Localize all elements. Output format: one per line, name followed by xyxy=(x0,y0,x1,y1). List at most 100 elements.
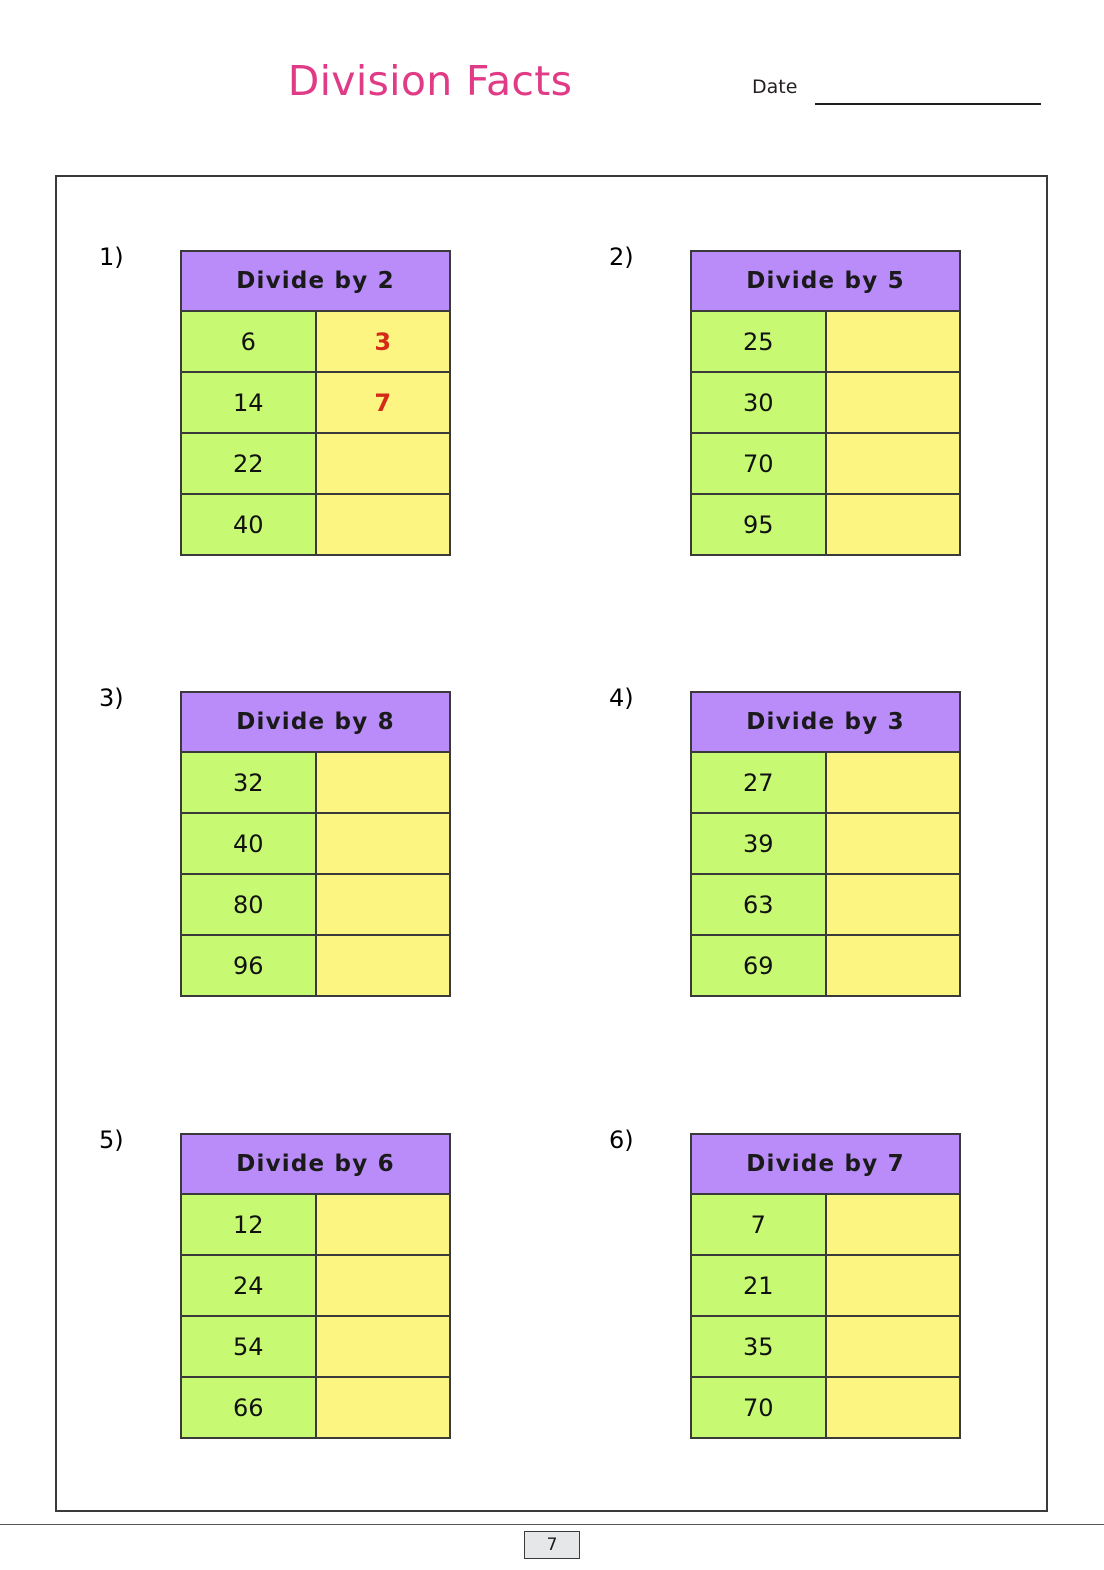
table-row: 70 xyxy=(690,432,961,495)
table-title: Divide by 3 xyxy=(690,691,961,753)
answer-cell[interactable] xyxy=(824,751,961,814)
table-row: 27 xyxy=(690,751,961,814)
dividend-cell: 70 xyxy=(690,432,827,495)
answer-cell[interactable] xyxy=(824,1376,961,1439)
dividend-cell: 21 xyxy=(690,1254,827,1317)
table-row: 40 xyxy=(180,493,451,556)
table-row: 21 xyxy=(690,1254,961,1317)
table-row: 32 xyxy=(180,751,451,814)
answer-cell[interactable] xyxy=(314,1376,451,1439)
dividend-cell: 80 xyxy=(180,873,317,936)
table-header-row: Divide by 8 xyxy=(180,691,451,753)
table-row: 30 xyxy=(690,371,961,434)
table-row: 66 xyxy=(180,1376,451,1439)
dividend-cell: 96 xyxy=(180,934,317,997)
table-row: 6 3 xyxy=(180,310,451,373)
table-row: 40 xyxy=(180,812,451,875)
division-fact-table: Divide by 6 12 24 54 66 xyxy=(180,1133,451,1439)
page-footer: 7 xyxy=(0,1524,1104,1570)
table-row: 25 xyxy=(690,310,961,373)
answer-cell[interactable] xyxy=(314,873,451,936)
table-header-row: Divide by 2 xyxy=(180,250,451,312)
answer-cell[interactable] xyxy=(314,1315,451,1378)
division-fact-table: Divide by 8 32 40 80 96 xyxy=(180,691,451,997)
dividend-cell: 70 xyxy=(690,1376,827,1439)
dividend-cell: 95 xyxy=(690,493,827,556)
dividend-cell: 69 xyxy=(690,934,827,997)
answer-cell[interactable] xyxy=(824,934,961,997)
answer-cell[interactable] xyxy=(824,432,961,495)
answer-cell[interactable] xyxy=(824,310,961,373)
answer-cell[interactable] xyxy=(824,493,961,556)
table-row: 12 xyxy=(180,1193,451,1256)
worksheet-frame: 1) Divide by 2 6 3 14 7 22 40 xyxy=(55,175,1048,1512)
page-number: 7 xyxy=(524,1531,580,1559)
dividend-cell: 39 xyxy=(690,812,827,875)
dividend-cell: 7 xyxy=(690,1193,827,1256)
answer-cell[interactable] xyxy=(824,812,961,875)
footer-divider xyxy=(0,1524,1104,1525)
dividend-cell: 40 xyxy=(180,812,317,875)
problem-number: 2) xyxy=(609,243,634,271)
dividend-cell: 35 xyxy=(690,1315,827,1378)
date-input-line[interactable] xyxy=(815,103,1041,105)
dividend-cell: 12 xyxy=(180,1193,317,1256)
date-label: Date xyxy=(752,76,798,98)
problem-2: 2) Divide by 5 25 30 70 95 xyxy=(567,177,967,556)
dividend-cell: 54 xyxy=(180,1315,317,1378)
dividend-cell: 30 xyxy=(690,371,827,434)
answer-cell[interactable] xyxy=(824,1193,961,1256)
problem-number: 5) xyxy=(99,1126,124,1154)
problem-1: 1) Divide by 2 6 3 14 7 22 40 xyxy=(57,177,457,556)
answer-cell[interactable] xyxy=(314,812,451,875)
table-header-row: Divide by 3 xyxy=(690,691,961,753)
answer-cell[interactable]: 7 xyxy=(314,371,451,434)
answer-cell[interactable] xyxy=(824,371,961,434)
table-row: 35 xyxy=(690,1315,961,1378)
problem-number: 4) xyxy=(609,684,634,712)
answer-cell[interactable] xyxy=(314,432,451,495)
dividend-cell: 63 xyxy=(690,873,827,936)
answer-cell[interactable] xyxy=(314,934,451,997)
division-fact-table: Divide by 3 27 39 63 69 xyxy=(690,691,961,997)
answer-cell[interactable] xyxy=(314,1254,451,1317)
answer-cell[interactable] xyxy=(824,873,961,936)
problem-3: 3) Divide by 8 32 40 80 96 xyxy=(57,618,457,997)
table-row: 69 xyxy=(690,934,961,997)
table-row: 70 xyxy=(690,1376,961,1439)
division-fact-table: Divide by 2 6 3 14 7 22 40 xyxy=(180,250,451,556)
dividend-cell: 6 xyxy=(180,310,317,373)
table-header-row: Divide by 6 xyxy=(180,1133,451,1195)
table-header-row: Divide by 5 xyxy=(690,250,961,312)
answer-cell[interactable] xyxy=(314,751,451,814)
problem-6: 6) Divide by 7 7 21 35 70 xyxy=(567,1060,967,1439)
table-title: Divide by 8 xyxy=(180,691,451,753)
table-row: 95 xyxy=(690,493,961,556)
table-row: 54 xyxy=(180,1315,451,1378)
dividend-cell: 32 xyxy=(180,751,317,814)
date-field-group: Date xyxy=(752,76,1044,110)
table-title: Divide by 5 xyxy=(690,250,961,312)
problem-5: 5) Divide by 6 12 24 54 66 xyxy=(57,1060,457,1439)
table-row: 14 7 xyxy=(180,371,451,434)
dividend-cell: 27 xyxy=(690,751,827,814)
problem-number: 3) xyxy=(99,684,124,712)
answer-cell[interactable] xyxy=(314,1193,451,1256)
problem-number: 6) xyxy=(609,1126,634,1154)
table-row: 7 xyxy=(690,1193,961,1256)
table-row: 24 xyxy=(180,1254,451,1317)
page-title: Division Facts xyxy=(287,57,573,105)
dividend-cell: 40 xyxy=(180,493,317,556)
dividend-cell: 14 xyxy=(180,371,317,434)
dividend-cell: 22 xyxy=(180,432,317,495)
table-row: 22 xyxy=(180,432,451,495)
answer-cell[interactable]: 3 xyxy=(314,310,451,373)
table-row: 39 xyxy=(690,812,961,875)
answer-cell[interactable] xyxy=(314,493,451,556)
table-title: Divide by 7 xyxy=(690,1133,961,1195)
dividend-cell: 25 xyxy=(690,310,827,373)
answer-cell[interactable] xyxy=(824,1315,961,1378)
page-header: Division Facts Date xyxy=(0,0,1104,150)
answer-cell[interactable] xyxy=(824,1254,961,1317)
table-title: Divide by 6 xyxy=(180,1133,451,1195)
